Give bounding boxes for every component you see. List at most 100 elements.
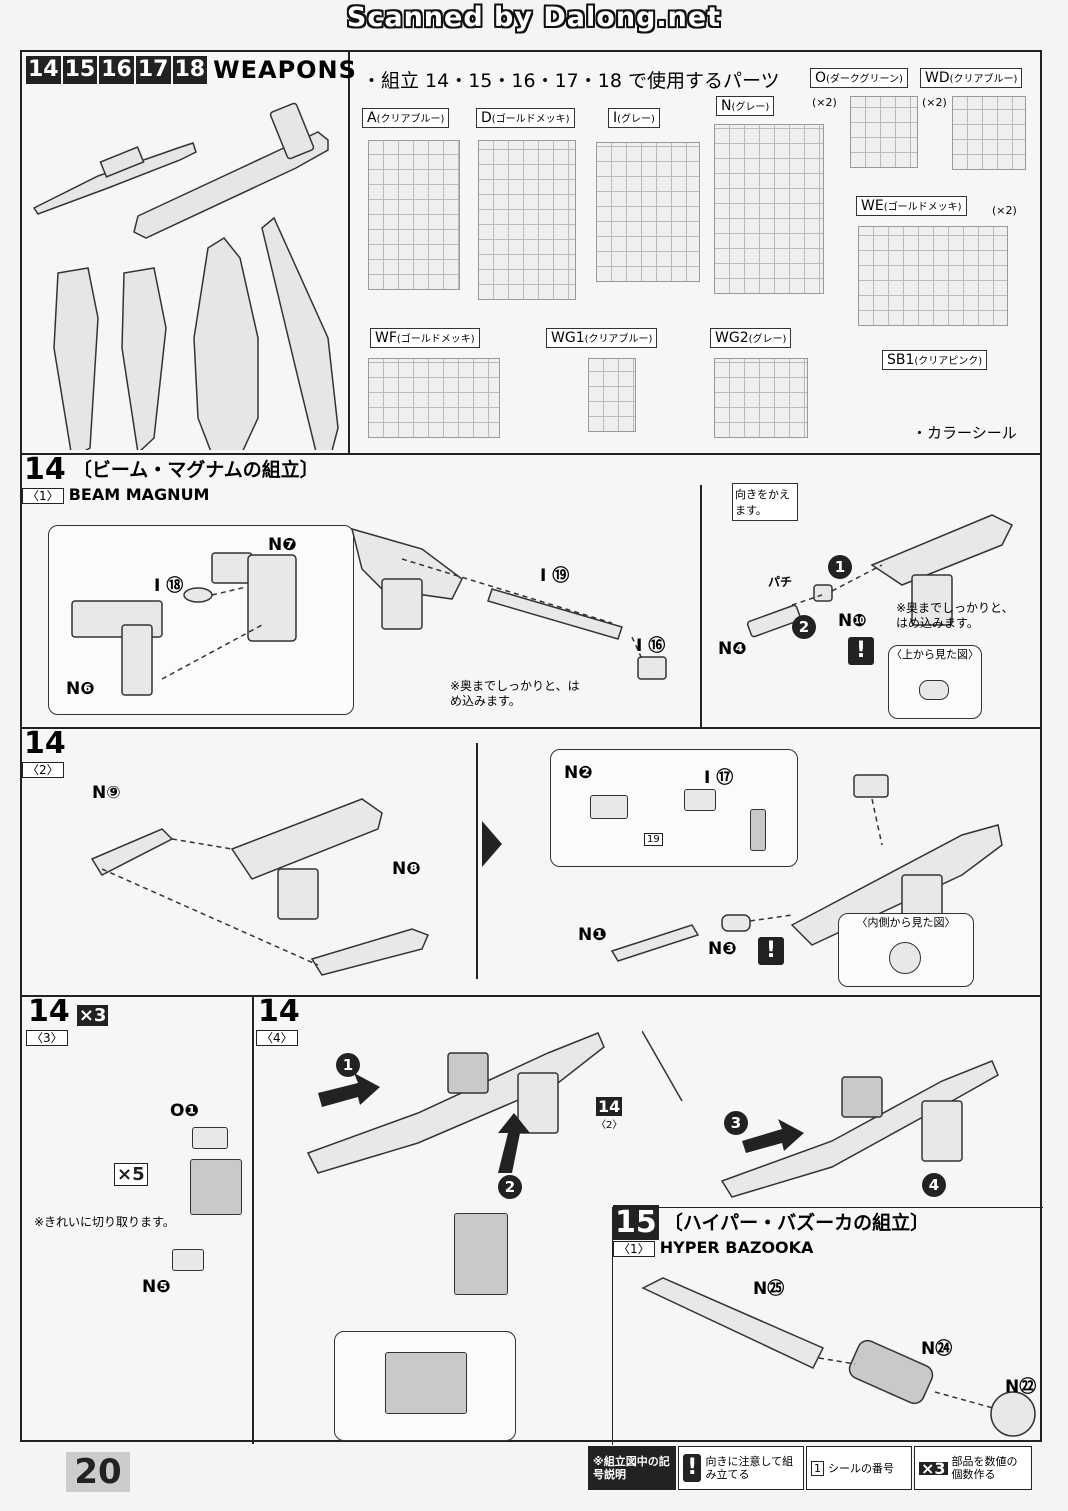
sprue-multiplier: (×2) <box>922 96 947 109</box>
step-14-4-header: 14 〈4〉 <box>256 997 302 1046</box>
part-label-N24: N㉔ <box>921 1339 953 1359</box>
color-seal-note: ・カラーシール <box>912 424 1017 442</box>
sprue-label-WF: WF(ゴールドメッキ) <box>370 328 480 348</box>
seal-target-shape <box>750 809 766 851</box>
sprue-WE-image <box>858 226 1008 326</box>
sprue-label-I: I(グレー) <box>608 108 660 128</box>
sprue-label-D: D(ゴールドメッキ) <box>476 108 575 128</box>
part-label-N3: N❸ <box>708 939 737 959</box>
legend-seal-text: シールの番号 <box>828 1461 894 1475</box>
sprue-name: WE <box>861 198 884 214</box>
sprue-WG2-image <box>714 358 808 438</box>
sprue-color: (クリアピンク) <box>914 356 983 367</box>
quantity-badge: ×3 <box>919 1458 948 1478</box>
sprue-A-image <box>368 140 460 290</box>
step-14-3-header: 14 ×3 〈3〉 <box>26 997 109 1046</box>
step-number: 18 <box>172 56 208 84</box>
sprue-WG1-image <box>588 358 636 432</box>
step-substep: 〈4〉 <box>256 1030 298 1046</box>
part-label-N25: N㉕ <box>753 1279 785 1299</box>
sprue-name: WF <box>375 330 397 346</box>
seal-number-19: 19 <box>644 833 663 846</box>
legend-orientation: ! 向きに注意して組み立てる <box>678 1446 804 1490</box>
grip-detail-callout <box>334 1331 516 1441</box>
part-N5-shape <box>172 1249 204 1271</box>
next-arrow-icon <box>482 821 502 867</box>
sprue-label-WG2: WG2(グレー) <box>710 328 792 348</box>
sprue-color: (ゴールドメッキ) <box>491 114 570 125</box>
sequence-2-icon: 2 <box>498 1175 522 1199</box>
sprue-color: (ゴールドメッキ) <box>883 202 962 213</box>
scan-credit: Scanned by Dalong.net <box>346 2 722 33</box>
sprue-name: I <box>613 110 618 126</box>
sprue-name: O <box>815 70 827 86</box>
step-title-en: BEAM MAGNUM <box>68 485 210 504</box>
grip-rotate-drawing <box>642 1030 999 1198</box>
part-label-N10: N❿ <box>838 611 867 631</box>
sprue-multiplier: (×2) <box>812 96 837 109</box>
sprue-name: D <box>481 110 492 126</box>
legend-quantity-text: 部品を数値の個数作る <box>951 1455 1018 1481</box>
step-number: 14 <box>24 452 66 487</box>
step-title-jp: 〔ハイパー・バズーカの組立〕 <box>663 1212 930 1234</box>
sprue-color: (クリアブルー) <box>949 74 1018 85</box>
sprue-label-A: A(クリアブルー) <box>362 108 450 128</box>
note-insert-firmly: ※奥までしっかりと、はめ込みます。 <box>450 679 580 708</box>
repeat-x5-badge: ×5 <box>114 1163 148 1186</box>
sprue-color: (グレー) <box>748 334 787 345</box>
part-I17-shape <box>684 789 716 811</box>
instruction-frame: 14 15 16 17 18 WEAPONS <box>20 50 1043 1445</box>
step-14-1-section: 14 〔ビーム・マグナムの組立〕 〈1〉 BEAM MAGNUM <box>22 455 1040 729</box>
part-label-I19: I ⑲ <box>540 566 570 586</box>
sprue-color: (グレー) <box>731 102 770 113</box>
sprue-label-N: N(グレー) <box>716 96 775 116</box>
parts-heading: ・組立 14・15・16・17・18 で使用するパーツ <box>362 70 780 92</box>
inner-view-callout: 〈内側から見た図〉 <box>838 913 974 987</box>
sprue-O-image <box>850 96 918 168</box>
legend-title: ※組立図中の記号説明 <box>588 1446 676 1490</box>
sprue-label-WE: WE(ゴールドメッキ) <box>856 196 967 216</box>
part-label-N22: N㉒ <box>1005 1377 1037 1397</box>
section-title: WEAPONS <box>213 56 357 84</box>
weapons-title: 14 15 16 17 18 WEAPONS <box>26 56 357 84</box>
part-label-N2: N❷ <box>564 763 593 783</box>
grip-install-drawing <box>306 1032 605 1174</box>
part-label-N8: N❽ <box>392 859 421 879</box>
sprue-name: A <box>367 110 377 126</box>
sprue-N-image <box>714 124 824 294</box>
ref-step-number: 14 <box>596 1097 623 1116</box>
orientation-warning-icon: ! <box>848 637 874 665</box>
part-label-N7: N❼ <box>268 535 297 555</box>
sprue-name: WG1 <box>551 330 585 346</box>
weapons-section: 14 15 16 17 18 WEAPONS <box>22 52 1040 455</box>
part-label-I18: I ⑱ <box>154 576 184 596</box>
sprue-color: (ゴールドメッキ) <box>396 334 475 345</box>
step-number: 15 <box>613 1205 659 1240</box>
sprue-WD-image <box>952 96 1026 170</box>
step-14-1-header: 14 〔ビーム・マグナムの組立〕 〈1〉 BEAM MAGNUM <box>22 455 319 504</box>
step-15-1-section: 15 〔ハイパー・バズーカの組立〕 〈1〉 HYPER BAZOOKA <box>612 1205 1043 1445</box>
sprue-D-image <box>478 140 576 300</box>
step-substep: 〈1〉 <box>22 488 64 504</box>
inner-view-label: 〈内側から見た図〉 <box>856 916 956 929</box>
sprue-color: (ダークグリーン) <box>826 74 903 85</box>
barrel-assembly-drawing <box>350 527 667 680</box>
sprue-label-WD: WD(クリアブルー) <box>920 68 1023 88</box>
stock-assembly-drawing <box>90 798 429 976</box>
step-14-2-section: 14 〈2〉 N⑨ N❽ N❷ I ⑰ <box>22 729 1040 997</box>
legend-orientation-text: 向きに注意して組み立てる <box>705 1455 794 1481</box>
ref-step-14-2: 14 〈2〉 <box>596 1097 622 1131</box>
part-label-N1: N❶ <box>578 925 607 945</box>
step-title-en: HYPER BAZOOKA <box>659 1238 814 1257</box>
sprue-name: WD <box>925 70 950 86</box>
step-15-1-header: 15 〔ハイパー・バズーカの組立〕 〈1〉 HYPER BAZOOKA <box>613 1205 930 1257</box>
sequence-1-icon: 1 <box>336 1053 360 1077</box>
ref-substep: 〈2〉 <box>596 1120 623 1131</box>
step-14-2-header: 14 〈2〉 <box>22 729 68 778</box>
sprue-I-image <box>596 142 700 282</box>
part-N5-grip-shape <box>190 1159 242 1215</box>
step-number: 15 <box>62 56 98 84</box>
sequence-3-icon: 3 <box>724 1111 748 1135</box>
sprue-name: WG2 <box>715 330 749 346</box>
